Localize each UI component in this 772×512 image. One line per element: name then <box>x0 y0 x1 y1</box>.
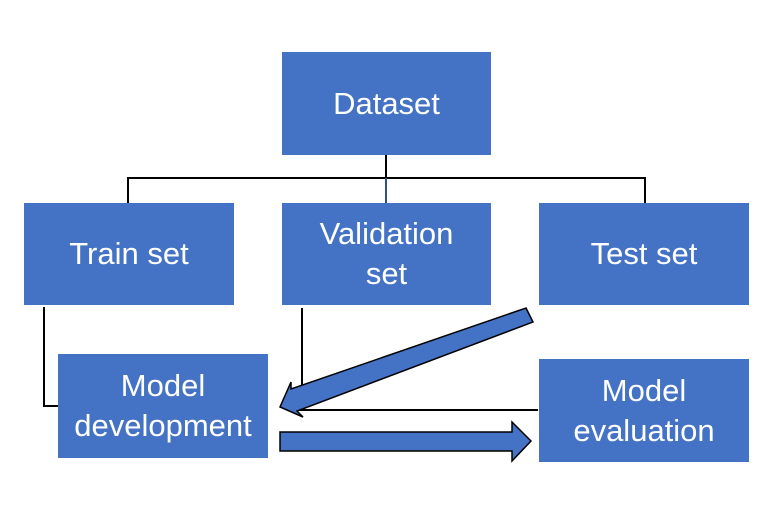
node-label: Validation set <box>319 216 454 291</box>
node-label: Dataset <box>333 85 440 121</box>
node-label: Model evaluation <box>573 372 715 448</box>
model-evaluation-node: Model evaluation <box>539 359 749 462</box>
node-label: Model development <box>74 368 252 443</box>
dataset-node: Dataset <box>282 52 491 155</box>
test-to-model-dev-arrow <box>279 307 535 418</box>
node-label: Test set <box>590 236 698 271</box>
model-dev-to-model-eval-arrow <box>279 420 533 463</box>
model-development-node: Model development <box>58 354 268 458</box>
node-label: Train set <box>69 236 189 271</box>
train-set-node: Train set <box>24 203 234 305</box>
test-set-node: Test set <box>539 203 749 305</box>
validation-set-node: Validation set <box>282 203 491 305</box>
train-to-model-dev-line <box>43 307 58 407</box>
